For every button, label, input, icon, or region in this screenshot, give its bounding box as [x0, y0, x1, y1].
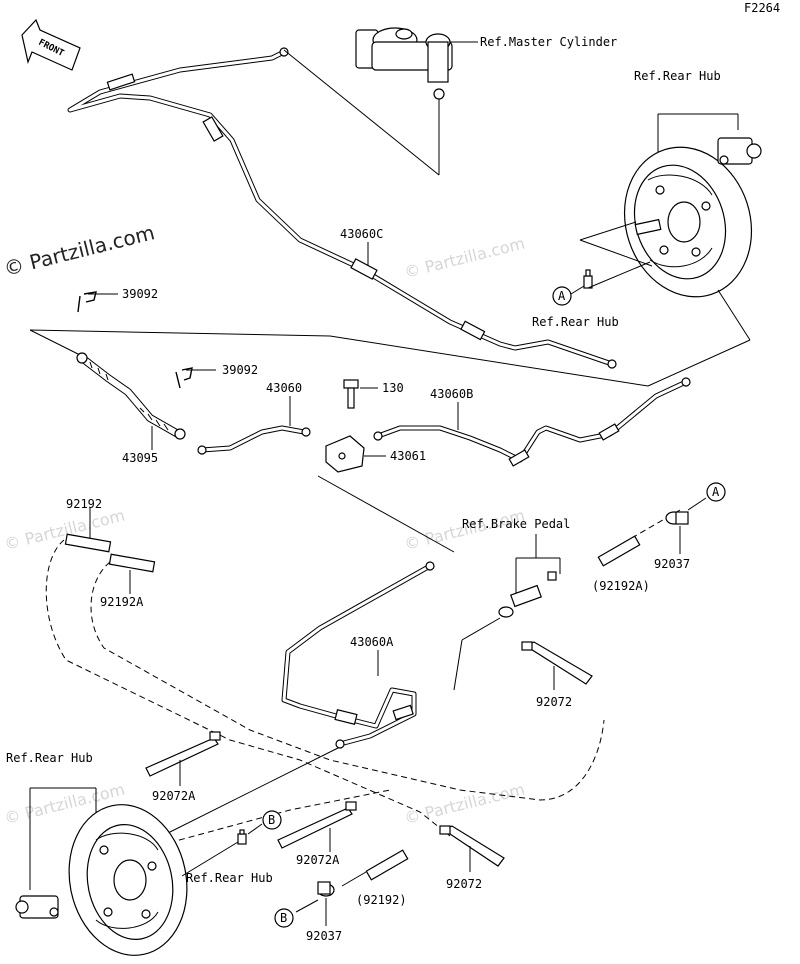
clamp-92037-bottom-icon — [317, 881, 335, 897]
label-ref-rear-hub-bottom-left: Ref.Rear Hub — [6, 751, 93, 765]
label-43060c: 43060C — [340, 227, 383, 241]
bolt-130-icon — [343, 379, 359, 409]
brake-line-43060b — [373, 377, 691, 467]
marker-b-top-label: B — [268, 813, 275, 827]
watermark-main: © Partzilla.com — [1, 220, 157, 281]
label-ref-master-cylinder: Ref.Master Cylinder — [480, 35, 617, 49]
label-92192: 92192 — [66, 497, 102, 511]
label-43060a: 43060A — [350, 635, 394, 649]
label-ref-rear-hub-top: Ref.Rear Hub — [634, 69, 721, 83]
cable-tie-92072-mid-icon — [521, 641, 593, 685]
master-cylinder-icon — [355, 27, 453, 100]
label-ref-brake-pedal: Ref.Brake Pedal — [462, 517, 570, 531]
label-43095: 43095 — [122, 451, 158, 465]
joint-43061-icon — [325, 435, 365, 473]
label-92072a-bottom: 92072A — [296, 853, 340, 867]
brake-hose-43095 — [76, 352, 186, 440]
label-92037-top: 92037 — [654, 557, 690, 571]
label-39092-b: 39092 — [222, 363, 258, 377]
label-39092-a: 39092 — [122, 287, 158, 301]
label-92192a: 92192A — [100, 595, 144, 609]
brake-pedal-bracket-icon — [498, 571, 557, 618]
marker-a-top-label: A — [558, 289, 566, 303]
sleeve-92192a-icon — [108, 553, 156, 573]
marker-a-mid-label: A — [712, 485, 720, 499]
bleeder-fitting-top-icon — [583, 269, 593, 289]
label-92037-bottom: 92037 — [306, 929, 342, 943]
label-ref-rear-hub-mid: Ref.Rear Hub — [532, 315, 619, 329]
brake-line-43060c — [67, 47, 617, 369]
marker-b-top — [262, 810, 282, 830]
front-arrow-icon: FRONT — [21, 18, 81, 71]
label-92192-paren: (92192) — [356, 893, 407, 907]
clamp-92037-top-icon — [665, 511, 689, 525]
figure-code: F2264 — [744, 1, 780, 15]
cable-tie-92072a-left-icon — [145, 731, 221, 777]
sleeve-92192-paren-icon — [365, 849, 409, 881]
label-43060b: 43060B — [430, 387, 473, 401]
cable-tie-92072-bottom-icon — [439, 825, 505, 867]
label-130: 130 — [382, 381, 404, 395]
sleeve-92192a-paren-icon — [597, 535, 641, 567]
marker-a-top — [552, 286, 572, 306]
label-92072a-left: 92072A — [152, 789, 196, 803]
sleeve-92192-icon — [64, 533, 112, 553]
cable-tie-92072a-bottom-icon — [277, 801, 357, 849]
clip-39092-left-icon — [77, 291, 97, 313]
label-43061: 43061 — [390, 449, 426, 463]
brake-line-43060 — [197, 425, 311, 455]
watermark-faint-1: © Partzilla.com — [402, 234, 526, 282]
marker-b-bottom — [274, 908, 294, 928]
label-92192a-paren: (92192A) — [592, 579, 650, 593]
rear-hub-bottom-icon — [15, 804, 188, 956]
label-43060: 43060 — [266, 381, 302, 395]
label-ref-rear-hub-bottom-right: Ref.Rear Hub — [186, 871, 273, 885]
watermark-faint-5: © Partzilla.com — [402, 780, 526, 828]
label-92072-bottom: 92072 — [446, 877, 482, 891]
label-92072-mid: 92072 — [536, 695, 572, 709]
brake-line-43060a — [281, 561, 435, 749]
rear-hub-top-icon — [623, 137, 762, 298]
marker-b-bottom-label: B — [280, 911, 287, 925]
bleeder-fitting-bottom-icon — [237, 829, 247, 845]
marker-a-mid — [706, 482, 726, 502]
clip-39092-mid-icon — [175, 367, 193, 389]
